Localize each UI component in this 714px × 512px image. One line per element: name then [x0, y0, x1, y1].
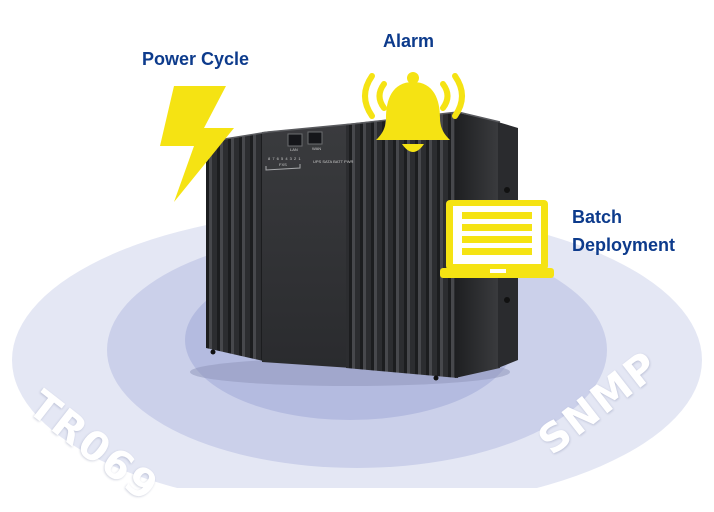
fxs-label: FXS	[279, 162, 287, 167]
wan-label: WAN	[312, 146, 322, 151]
left-heatsink	[206, 132, 268, 362]
front-panel	[262, 124, 352, 368]
fxs-port-numbers: 8 7 6 5 4 3 2 1	[268, 156, 302, 161]
wan-port	[307, 131, 323, 145]
side-panel	[455, 112, 500, 378]
deployment-label: Deployment	[572, 235, 676, 255]
scene: LAN WAN 8 7 6 5 4 3 2 1 FXS UPS SATA BAT…	[12, 31, 702, 512]
lan-label: LAN	[290, 147, 298, 152]
batch-label: Batch	[572, 207, 623, 227]
status-leds-label: UPS SATA BATT PWR	[313, 159, 354, 164]
alarm-label: Alarm	[383, 31, 435, 51]
power-cycle-label: Power Cycle	[142, 49, 250, 69]
lan-port	[287, 133, 303, 147]
right-heatsink	[346, 112, 458, 378]
